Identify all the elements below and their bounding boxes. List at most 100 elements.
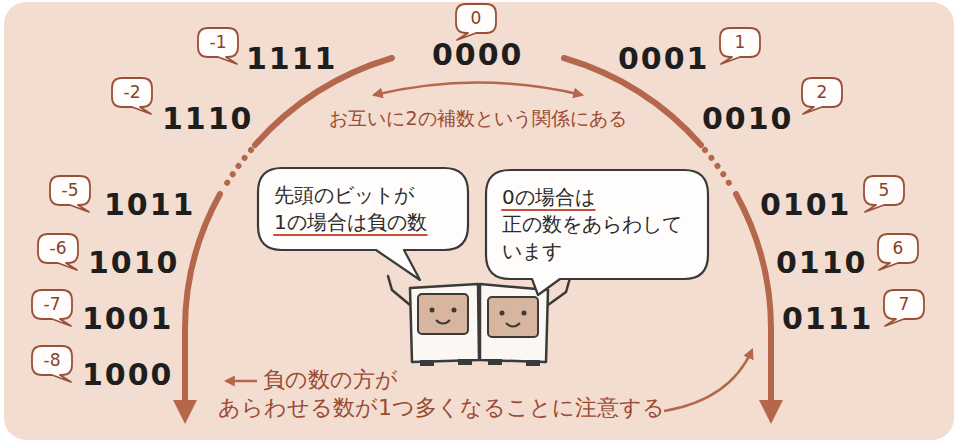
robot-right: [480, 278, 570, 366]
cycle-arc-dots: [705, 150, 732, 188]
callout-bubble: 2: [802, 78, 842, 107]
bubble-text: 0の場合は 正の数をあらわして います: [502, 184, 692, 265]
callout-bubble: -7: [32, 290, 72, 319]
annotation-text: お互いに2の補数という関係にある: [329, 107, 626, 129]
callout-bubble: -6: [38, 234, 78, 263]
robot-eye: [430, 308, 435, 313]
pointer-arrow: [664, 350, 752, 411]
bit-pattern-text: 0000: [432, 37, 524, 72]
robot-eye: [452, 308, 457, 313]
callout-number: 5: [879, 180, 890, 200]
callout-bubble: 1: [720, 28, 760, 57]
callout-number: 6: [893, 238, 904, 258]
bit-pattern: 1011: [104, 190, 196, 220]
robot-foot: [458, 359, 472, 365]
annotation: 負の数の方が あらわせる数が1つ多くなることに注意する: [218, 366, 688, 422]
robot-eye: [522, 311, 527, 316]
callout-bubble: -2: [112, 78, 152, 107]
callout-number: -5: [62, 180, 79, 200]
bit-pattern-text: 1010: [88, 245, 180, 280]
bit-pattern-text: 0101: [760, 187, 852, 222]
bubble-shape: [32, 290, 72, 326]
bubble-shape: [456, 4, 496, 40]
callout-number: -8: [44, 350, 61, 370]
callout-bubble: 7: [884, 290, 924, 319]
robot-screen: [488, 297, 538, 337]
bit-pattern: 1111: [246, 44, 338, 74]
bit-pattern: 0111: [782, 304, 874, 334]
callout-number: -6: [50, 238, 67, 258]
speech-bubble: 先頭のビットが 1の場合は負の数: [258, 168, 468, 250]
callout-bubble: 5: [864, 176, 904, 205]
bit-pattern-text: 0010: [702, 101, 794, 136]
bubble-text: 先頭のビットが 1の場合は負の数: [274, 182, 452, 236]
bubble-shape: [198, 28, 238, 64]
bubble-shape: [486, 170, 708, 295]
double-arrow: [374, 83, 582, 96]
cycle-arc: [736, 194, 771, 404]
bit-pattern: 0000: [432, 40, 524, 70]
bubble-shape: [802, 78, 842, 114]
bubble-shape: [258, 168, 468, 280]
robot-body: [410, 284, 479, 362]
bit-pattern-text: 1111: [246, 41, 338, 76]
robot-foot: [488, 359, 502, 365]
bubble-shape: [864, 176, 904, 212]
bit-pattern: 1000: [82, 360, 174, 390]
callout-number: 2: [817, 82, 828, 102]
callout-bubble: 6: [878, 234, 918, 263]
bit-pattern-text: 0110: [776, 245, 868, 280]
bit-pattern: 0110: [776, 248, 868, 278]
bubble-shape: [50, 176, 90, 212]
background-panel: [4, 2, 954, 440]
bit-pattern-text: 1001: [82, 301, 174, 336]
callout-bubble: -8: [32, 346, 72, 375]
callout-number: -2: [124, 82, 141, 102]
cycle-arc: [185, 194, 220, 404]
arrow-head: [173, 400, 197, 424]
annotation: お互いに2の補数という関係にある: [329, 106, 626, 130]
pointer-arrow: [226, 380, 257, 383]
bit-pattern-text: 1110: [162, 101, 254, 136]
speech-bubble: 0の場合は 正の数をあらわして います: [486, 170, 708, 279]
callout-number: 0: [471, 8, 482, 28]
bubble-shape: [720, 28, 760, 64]
callout-number: -1: [210, 32, 227, 52]
robot-arm: [388, 276, 410, 305]
cycle-arc-dots: [224, 150, 251, 188]
underline: [502, 209, 595, 211]
underline: [274, 234, 427, 236]
robot-mouth: [506, 323, 520, 327]
bubble-outline: [258, 168, 468, 250]
bit-pattern: 0101: [760, 190, 852, 220]
robot-left: [388, 276, 479, 366]
bubble-shape: [112, 78, 152, 114]
bit-pattern: 1110: [162, 104, 254, 134]
robot-eye: [500, 311, 505, 316]
callout-number: -7: [44, 294, 61, 314]
bit-pattern-text: 0111: [782, 301, 874, 336]
bubble-shape: [32, 346, 72, 382]
callout-bubble: 0: [456, 4, 496, 33]
bit-pattern: 1001: [82, 304, 174, 334]
callout-bubble: -5: [50, 176, 90, 205]
bit-pattern: 0001: [618, 44, 710, 74]
robot-mouth: [436, 320, 450, 324]
robot-foot: [526, 360, 540, 366]
bit-pattern: 0010: [702, 104, 794, 134]
bubble-shape: [878, 234, 918, 270]
robot-foot: [420, 360, 434, 366]
bubble-shape: [884, 290, 924, 326]
bubble-shape: [38, 234, 78, 270]
bit-pattern-text: 0001: [618, 41, 710, 76]
arrow-head: [759, 400, 783, 424]
bit-pattern-text: 1011: [104, 187, 196, 222]
bit-pattern: 1010: [88, 248, 180, 278]
robot-screen: [418, 294, 468, 334]
callout-number: 7: [899, 294, 910, 314]
callout-bubble: -1: [198, 28, 238, 57]
bit-pattern-text: 1000: [82, 357, 174, 392]
annotation-text: 負の数の方が あらわせる数が1つ多くなることに注意する: [218, 367, 665, 420]
